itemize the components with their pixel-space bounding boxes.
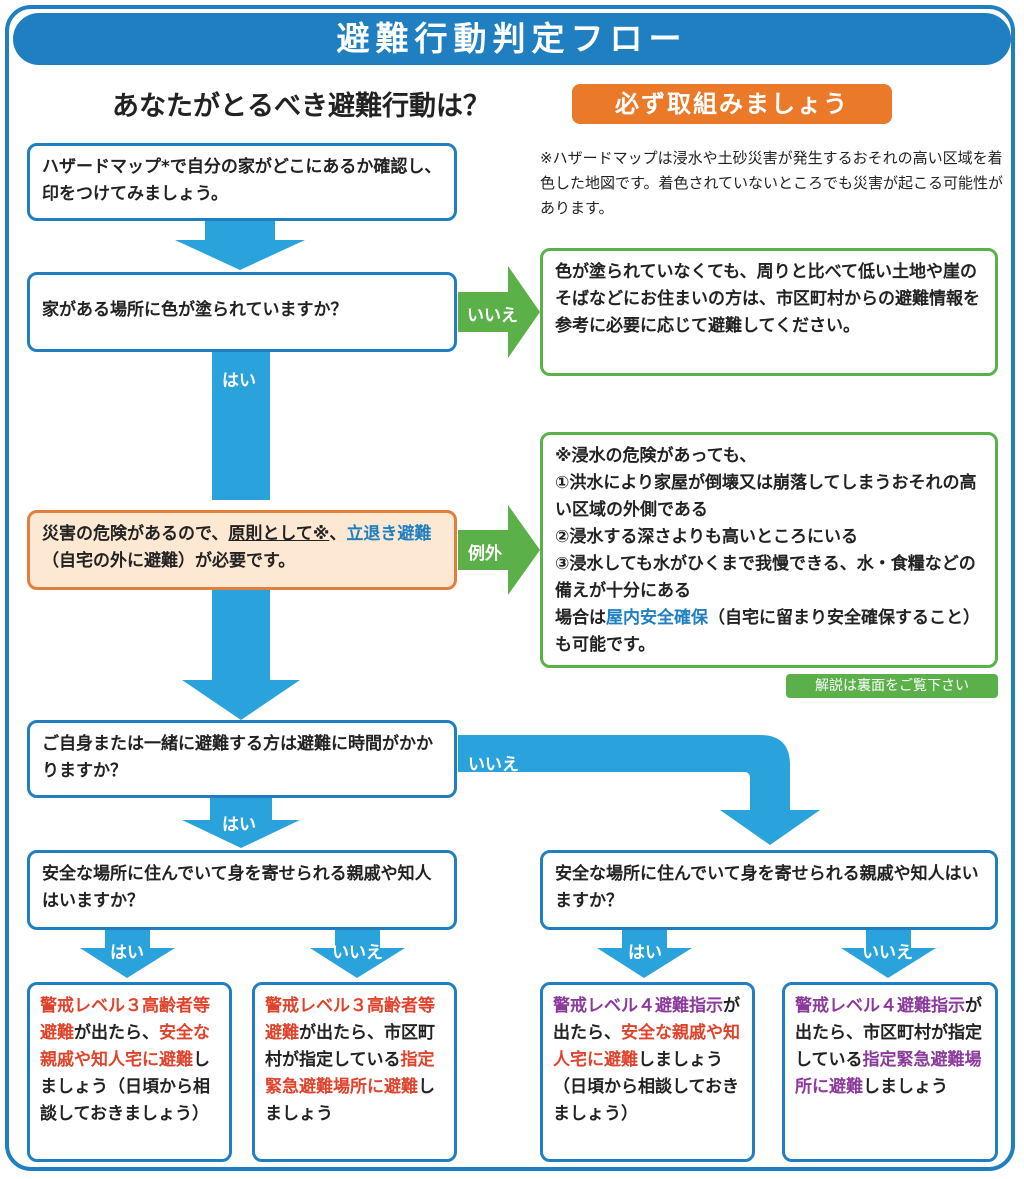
danger-text-principle: 原則として※ [228,524,330,544]
r3-level: 警戒レベル４避難指示 [553,996,723,1016]
arrow-down-yes-2 [182,590,300,720]
no-color-result: 色が塗られていなくても、周りと比べて低い土地や崖のそばなどにお住まいの方は、市区… [540,248,998,376]
danger-text-1: 災害の危険があるので、 [42,524,229,544]
step-hazard-map: ハザードマップ*で自分の家がどこにあるか確認し、印をつけてみましょう。 [27,143,457,221]
exception-tail-pre: 場合は [555,608,606,628]
arrow-down-yes-1 [212,352,270,500]
arrow-down-left-yes [80,930,175,978]
exception-tail: 場合は屋内安全確保（自宅に留まり安全確保すること）も可能です。 [555,605,983,659]
danger-text-2: （自宅の外に避難）が必要です。 [42,551,296,571]
result-level4-shelter: 警戒レベル４避難指示が出たら、市区町村が指定している指定緊急避難場所に避難しまし… [782,982,998,1162]
arrow-down-left-no [310,930,405,978]
relatives-question-right: 安全な場所に住んでいて身を寄せられる親戚や知人はいますか？ [540,850,998,930]
r4-level: 警戒レベル４避難指示 [795,996,965,1016]
result-level4-relatives: 警戒レベル４避難指示が出たら、安全な親戚や知人宅に避難しましょう（日頃から相談し… [540,982,755,1162]
r4-text1: が出たら、市区町村が指定している [795,996,982,1070]
exception-box: ※浸水の危険があっても、 ①洪水により家屋が倒壊又は崩落してしまうおそれの高い区… [540,432,998,668]
r1-level: 警戒レベル３高齢者等避難 [40,996,210,1043]
exception-tail-post: （自宅に留まり安全確保すること）も可能です。 [555,608,980,655]
result-level3-shelter: 警戒レベル３高齢者等避難が出たら、市区町村が指定している指定緊急避難場所に避難し… [252,982,457,1162]
arrow-down-right-yes [597,930,692,978]
arrow-no-bend [458,735,820,845]
r4-text2: しましょう [863,1077,948,1097]
label-exception: 例外 [468,544,502,564]
commentary-note: 解説は裏面をご覧下さい [786,674,998,698]
r1-dest: 安全な親戚や知人宅に避難 [40,1023,210,1070]
danger-evacuation-box: 災害の危険があるので、原則として※、立退き避難 （自宅の外に避難）が必要です。 [27,510,457,590]
label-yes-1: はい [222,371,256,391]
r2-text1: が出たら、市区町村が指定している [265,1023,435,1070]
r3-text2: しましょう（日頃から相談しておきましょう） [553,1050,739,1124]
hazard-map-note: ※ハザードマップは浸水や土砂災害が発生するおそれの高い区域を着色した地図です。着… [540,149,1004,217]
arrow-down-1 [175,220,305,270]
arrow-right-no-1 [458,266,540,358]
result-level3-relatives: 警戒レベル３高齢者等避難が出たら、安全な親戚や知人宅に避難しましょう（日頃から相… [27,982,232,1162]
exception-item-2: ②浸水する深さよりも高いところにいる [555,527,859,547]
label-yes-right: はい [628,943,662,963]
r4-dest: 指定緊急避難場所に避難 [795,1050,982,1097]
page-title: 避難行動判定フロー [13,13,1011,65]
arrow-right-exception [458,505,540,595]
label-no-right: いいえ [862,943,913,963]
relatives-question-left: 安全な場所に住んでいて身を寄せられる親戚や知人はいますか？ [27,850,457,930]
exception-item-1: ①洪水により家屋が倒壊又は崩落してしまうおそれの高い区域の外側である [555,473,977,520]
arrow-down-yes-3 [182,798,300,848]
r2-dest: 指定緊急避難場所に避難 [265,1050,435,1097]
exception-tail-indoor: 屋内安全確保 [606,608,708,628]
exception-item-3: ③浸水しても水がひくまで我慢できる、水・食糧などの備えが十分にある [555,554,976,601]
label-yes-2: はい [222,815,256,835]
time-question-box: ご自身または一緒に避難する方は避難に時間がかかりますか？ [27,720,457,798]
no-color-result-text: 色が塗られていなくても、周りと比べて低い土地や崖のそばなどにお住まいの方は、市区… [555,262,980,336]
label-no-2: いいえ [468,755,519,775]
r3-text1: が出たら、 [553,996,740,1043]
label-no-1: いいえ [467,306,518,326]
label-yes-left: はい [110,943,144,963]
relatives-question-right-text: 安全な場所に住んでいて身を寄せられる親戚や知人はいますか？ [555,864,979,911]
must-do-badge: 必ず取組みましょう [572,84,892,124]
danger-text-comma: 、 [329,524,347,544]
relatives-question-left-text: 安全な場所に住んでいて身を寄せられる親戚や知人はいますか？ [42,864,432,911]
main-question: あなたがとるべき避難行動は？ [112,91,490,122]
r3-dest: 安全な親戚や知人宅に避難 [553,1023,740,1070]
danger-text-evacuate: 立退き避難 [346,524,432,544]
exception-head: ※浸水の危険があっても、 [555,446,757,466]
arrow-down-right-no [841,930,936,978]
r2-level: 警戒レベル３高齢者等避難 [265,996,435,1043]
time-question-text: ご自身または一緒に避難する方は避難に時間がかかりますか？ [42,734,433,781]
r1-text1: が出たら、 [74,1023,159,1043]
step-colored-question-text: 家がある場所に色が塗られていますか？ [42,300,348,320]
r1-text2: しましょう（日頃から相談しておきましょう） [40,1050,210,1124]
step-hazard-map-text: ハザードマップ*で自分の家がどこにあるか確認し、印をつけてみましょう。 [42,157,442,204]
step-colored-question: 家がある場所に色が塗られていますか？ [27,272,457,352]
label-no-left: いいえ [332,943,383,963]
r2-text2: しましょう [265,1077,435,1124]
